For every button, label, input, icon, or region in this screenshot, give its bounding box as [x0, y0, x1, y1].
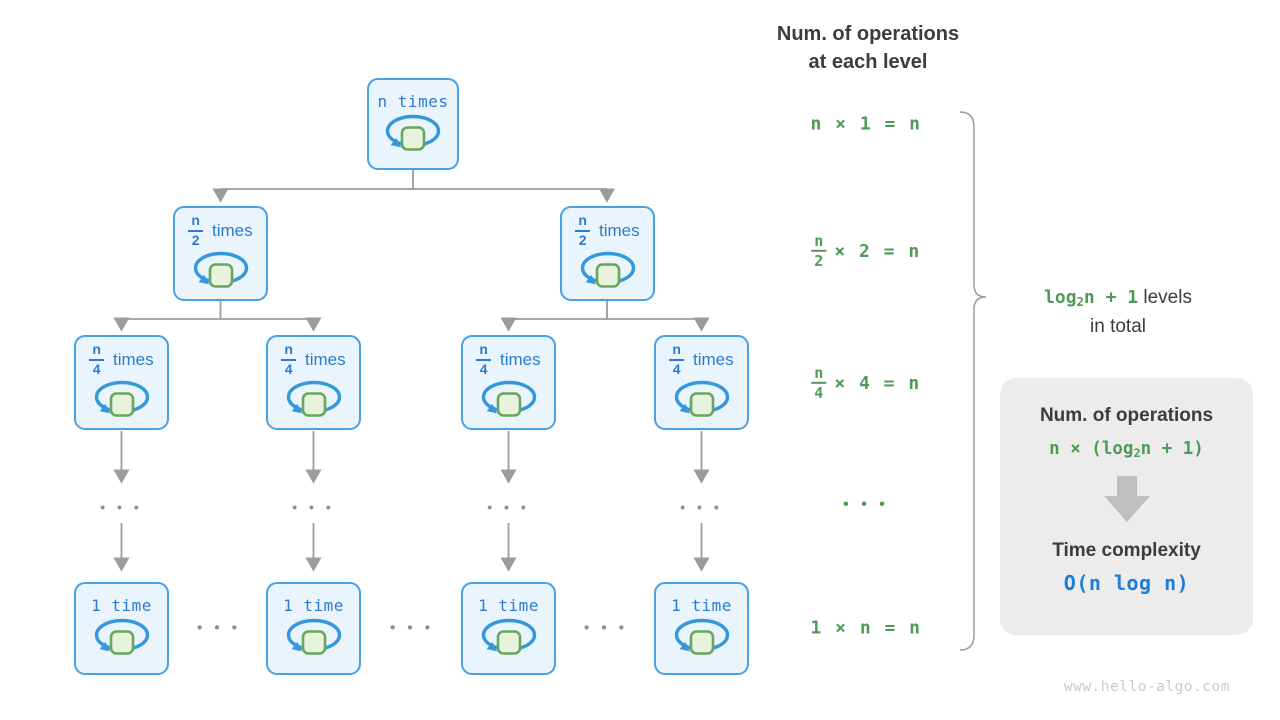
panel-title: Num. of operations [1039, 405, 1214, 426]
panel-subtitle: Time complexity [1052, 539, 1201, 561]
node-label: 1 time [478, 596, 539, 615]
loop-icon [94, 380, 149, 417]
tree-node-bottom-1: 1 time [266, 582, 361, 675]
row-ellipsis: • • • [389, 619, 435, 637]
loop-icon [94, 618, 149, 655]
column-ellipsis: • • • [487, 499, 530, 515]
summary-panel: Num. of operations n × (log2n + 1) Time … [1000, 378, 1253, 635]
node-label: 1 time [671, 596, 732, 615]
equation-level-last: 1 × n = n [810, 617, 922, 639]
panel-formula: n × (log2n + 1) [1049, 439, 1204, 460]
levels-note: log2n + 1 levels in total [1000, 283, 1236, 342]
operations-header-line1: Num. of operations [776, 23, 960, 45]
tree-node-bottom-0: 1 time [74, 582, 169, 675]
equation-level-1: n × 1 = n [810, 113, 922, 135]
loop-icon [580, 251, 635, 288]
levels-note-line2: in total [1090, 316, 1146, 338]
row-ellipsis: • • • [196, 619, 242, 637]
node-label: 1 time [283, 596, 344, 615]
levels-note-line1: log2n + 1 levels [1044, 287, 1192, 310]
loop-icon [286, 380, 341, 417]
watermark: www.hello-algo.com [1063, 679, 1230, 695]
loop-icon [481, 380, 536, 417]
loop-icon [193, 251, 248, 288]
tree-node-bottom-3: 1 time [654, 582, 749, 675]
node-label: n times [377, 91, 449, 111]
panel-complexity: O(n log n) [1063, 570, 1190, 595]
loop-icon [481, 618, 536, 655]
brace [959, 111, 987, 651]
loop-icon [674, 618, 729, 655]
node-label: 1 time [91, 596, 152, 615]
column-ellipsis: • • • [292, 499, 335, 515]
tree-node-root: n times [367, 78, 459, 170]
row-ellipsis: • • • [583, 619, 629, 637]
column-ellipsis: • • • [100, 499, 143, 515]
equation-ellipsis: • • • [843, 496, 889, 513]
column-ellipsis: • • • [680, 499, 723, 515]
levels-formula: log2n + 1 [1044, 287, 1139, 310]
loop-icon [674, 380, 729, 417]
operations-header-line2: at each level [808, 51, 928, 74]
loop-icon [385, 114, 441, 151]
tree-node-bottom-2: 1 time [461, 582, 556, 675]
operations-header: Num. of operations at each level [756, 20, 980, 77]
down-arrow-icon [1103, 475, 1150, 522]
loop-icon [286, 618, 341, 655]
